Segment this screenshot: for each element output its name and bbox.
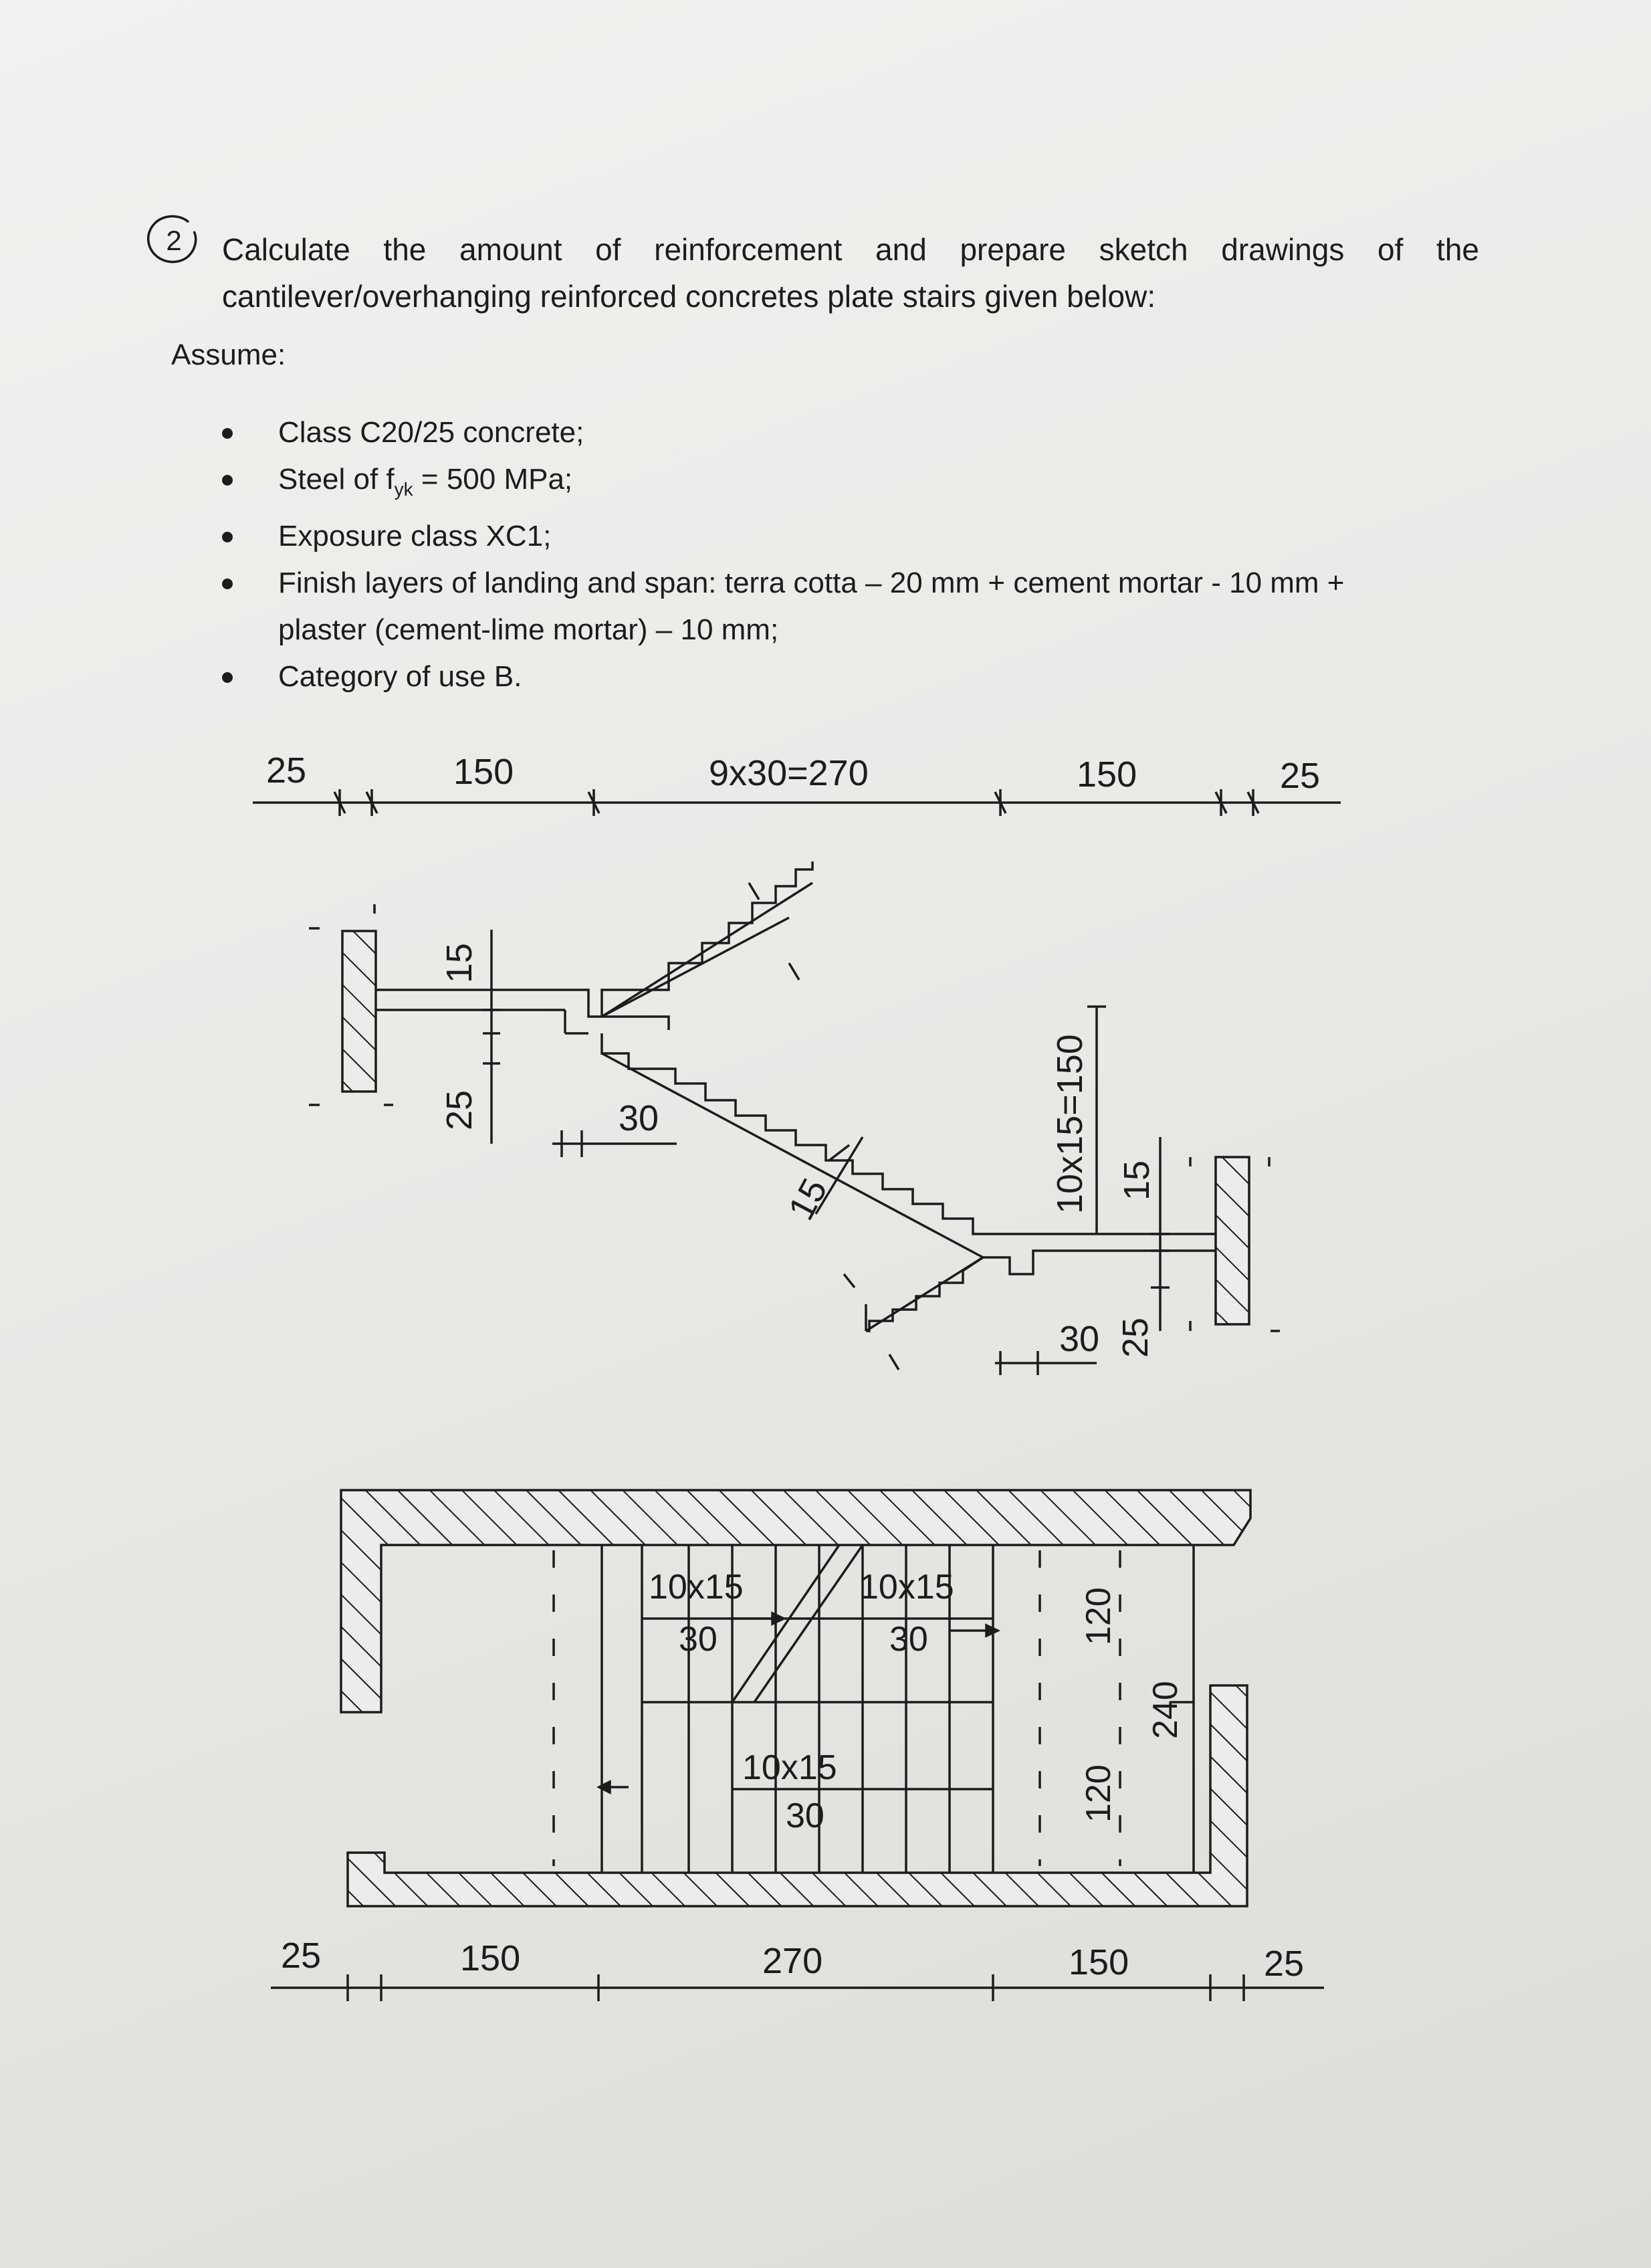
flight-right-tread: 30 (889, 1620, 928, 1659)
bottom-dimension-labels: 25 150 270 150 25 (281, 1936, 1304, 1984)
main-flight-steps (600, 1033, 1003, 1235)
task-statement: Calculate the amount of reinforcement an… (222, 226, 1479, 320)
plan-top-wall (340, 1489, 1252, 1714)
right-step-height: 25 (1115, 1318, 1155, 1358)
dim-bottom-150-right: 150 (1069, 1942, 1129, 1982)
plan-step-lines (596, 1544, 1195, 1873)
dim-bottom-25-left: 25 (281, 1936, 321, 1976)
assumption-item: Class C20/25 concrete; (222, 409, 1493, 456)
dim-top-270: 9x30=270 (709, 753, 869, 793)
right-wall-section (1214, 1156, 1250, 1326)
top-dimension-line (253, 789, 1341, 816)
bottom-dimension-line (271, 1974, 1324, 2001)
left-landing-thickness: 15 (439, 943, 479, 983)
width-lower: 120 (1079, 1764, 1118, 1823)
upper-flight-steps (600, 861, 814, 1017)
section-view (253, 789, 1341, 1375)
task-number: 2 (166, 225, 182, 256)
task-line-2: cantilever/overhanging reinforced concre… (222, 279, 1156, 314)
flight-right-risers: 10x15 (859, 1568, 954, 1607)
right-tread-dim: 30 (1059, 1319, 1099, 1359)
task-number-badge: 2 (142, 209, 206, 273)
flight-bottom-tread: 30 (786, 1796, 824, 1835)
dim-bottom-150-left: 150 (460, 1938, 520, 1978)
assume-heading: Assume: (171, 338, 286, 371)
plan-bottom-wall (346, 1684, 1248, 1908)
flight-left-risers: 10x15 (649, 1568, 744, 1607)
flight-left-tread: 30 (679, 1620, 718, 1659)
assumption-list: Class C20/25 concrete; Steel of fyk = 50… (222, 409, 1493, 700)
plan-view (340, 1489, 1252, 1908)
circled-number-icon (147, 215, 197, 264)
width-total: 240 (1146, 1681, 1185, 1739)
dim-top-25-right: 25 (1280, 756, 1320, 796)
rise-total: 10x15=150 (1050, 1034, 1090, 1214)
upper-landing (376, 989, 670, 1030)
slab-thickness: 15 (781, 1172, 835, 1226)
assumption-item: Exposure class XC1; (222, 513, 1493, 560)
lower-flight-steps (866, 1256, 984, 1332)
assumption-item: Steel of fyk = 500 MPa; (222, 456, 1493, 513)
section-labels: 25 150 9x30=270 150 25 15 25 30 15 10x15… (266, 750, 1320, 1359)
dim-bottom-25-right: 25 (1264, 1944, 1304, 1984)
dim-top-150-left: 150 (453, 752, 514, 792)
task-line-1: Calculate the amount of reinforcement an… (222, 232, 1479, 267)
width-upper: 120 (1079, 1587, 1118, 1645)
dim-bottom-270: 270 (762, 1941, 822, 1981)
left-step-height: 25 (439, 1090, 479, 1130)
right-landing-thickness: 15 (1117, 1160, 1157, 1201)
flight-bottom-risers: 10x15 (742, 1748, 837, 1787)
dim-top-150-right: 150 (1077, 754, 1137, 795)
plan-labels: 10x15 30 10x15 30 10x15 30 120 120 240 (649, 1568, 1185, 1835)
dim-top-25-left: 25 (266, 750, 306, 791)
tread-dim: 30 (619, 1098, 659, 1138)
assumption-item: Finish layers of landing and span: terra… (222, 560, 1493, 653)
assumption-item: Category of use B. (222, 653, 1493, 700)
left-wall-section (341, 930, 377, 1093)
